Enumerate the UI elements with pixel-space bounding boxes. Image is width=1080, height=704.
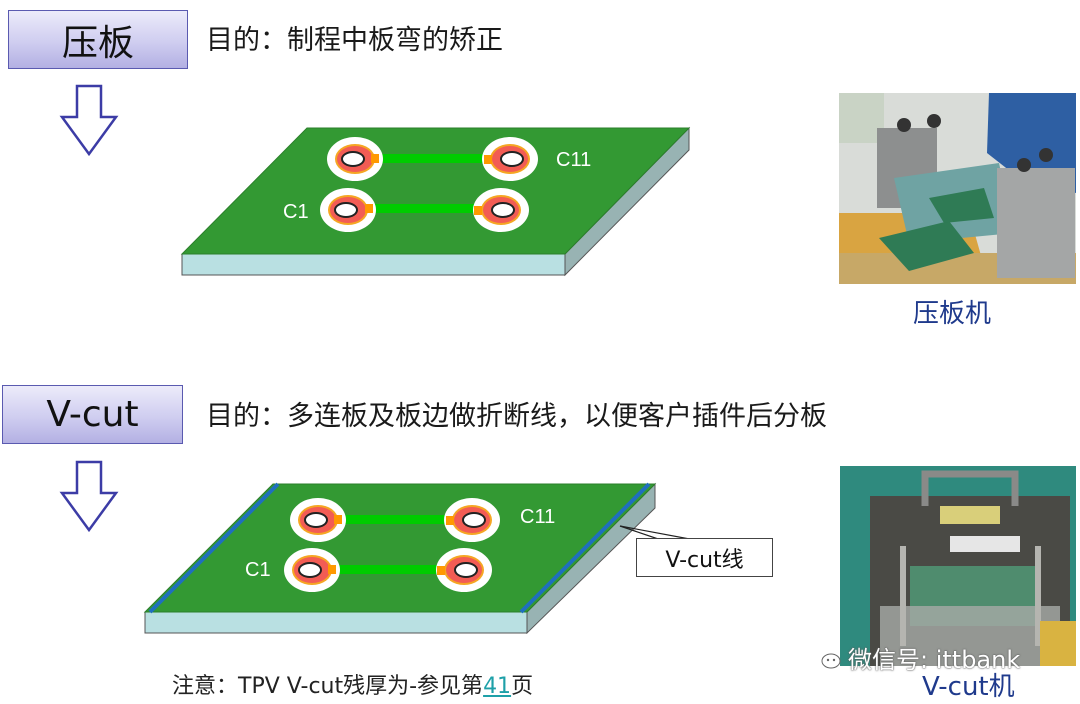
vcut-machine-caption: V-cut机 xyxy=(922,672,1015,702)
pad-top-right xyxy=(444,498,500,542)
note-suffix: 页 xyxy=(511,674,534,699)
watermark: 微信号: ittbank xyxy=(812,640,1020,675)
pad-top-left xyxy=(327,137,383,181)
section2-title: V-cut xyxy=(46,394,139,435)
section2-purpose: 目的：多连板及板边做折断线，以便客户插件后分板 xyxy=(206,401,827,432)
vcut-line-left xyxy=(148,482,280,614)
press-machine-photo xyxy=(839,93,1076,284)
down-arrow-icon xyxy=(59,84,119,157)
label-c1: C1 xyxy=(245,559,271,581)
section2-title-box: V-cut xyxy=(2,385,183,444)
pad-top-left xyxy=(290,498,346,542)
vcut-callout-label: V-cut线 xyxy=(665,547,744,573)
vcut-machine-photo xyxy=(840,466,1076,666)
pad-bottom-left xyxy=(320,188,376,232)
vcut-callout-box: V-cut线 xyxy=(636,538,773,577)
label-c1: C1 xyxy=(283,201,309,223)
label-c11: C11 xyxy=(556,149,591,171)
down-arrow-icon xyxy=(59,460,119,533)
section1-purpose: 目的：制程中板弯的矫正 xyxy=(206,25,503,56)
note-page-link[interactable]: 41 xyxy=(483,674,512,699)
vcut-note: 注意：TPV V-cut残厚为-参见第41页 xyxy=(172,668,533,700)
pad-bottom-right xyxy=(473,188,529,232)
pad-bottom-left xyxy=(284,548,340,592)
wechat-icon xyxy=(813,646,841,668)
note-prefix: 注意：TPV V-cut残厚为-参见第 xyxy=(172,674,484,699)
pad-top-right xyxy=(482,137,538,181)
watermark-text: 微信号: ittbank xyxy=(848,646,1021,674)
pcb-diagram-press: C11 C1 xyxy=(180,126,691,277)
label-c11: C11 xyxy=(520,506,555,528)
press-machine-caption: 压板机 xyxy=(913,299,992,329)
section1-title: 压板 xyxy=(61,22,134,64)
pad-bottom-right xyxy=(436,548,492,592)
section1-title-box: 压板 xyxy=(8,10,188,69)
pcb-diagram-vcut: C11 C1 xyxy=(143,482,773,635)
vcut-line-right xyxy=(519,482,651,614)
